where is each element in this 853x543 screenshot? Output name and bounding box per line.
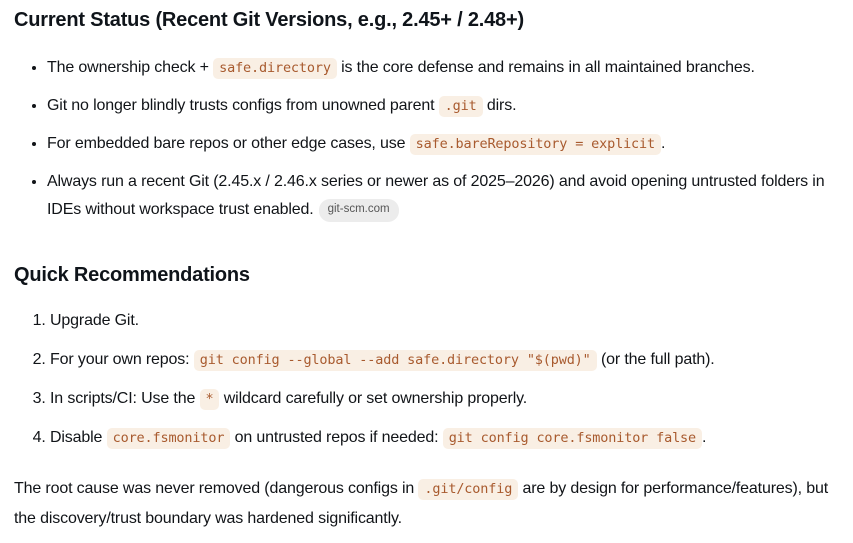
text-run: is the core defense and remains in all m… [336, 59, 755, 76]
text-run: (or the full path). [596, 351, 715, 368]
text-run: dirs. [482, 97, 517, 114]
inline-code: git config --global --add safe.directory… [193, 350, 597, 371]
text-run: For your own repos: [50, 351, 194, 368]
list-item: For embedded bare repos or other edge ca… [47, 130, 839, 158]
text-run: wildcard carefully or set ownership prop… [219, 390, 528, 407]
text-run: Disable [50, 429, 107, 446]
text-run: The root cause was never removed (danger… [14, 480, 419, 497]
inline-code: * [199, 389, 220, 410]
inline-code: .git [438, 96, 483, 117]
section-heading-current-status: Current Status (Recent Git Versions, e.g… [14, 9, 524, 31]
list-item: Always run a recent Git (2.45.x / 2.46.x… [47, 168, 839, 224]
text-run: are by design for performance/features),… [14, 480, 829, 527]
text-run: Always run a recent Git (2.45.x / 2.46.x… [47, 173, 825, 218]
inline-code: git config core.fsmonitor false [442, 428, 703, 449]
text-run: on untrusted repos if needed: [230, 429, 443, 446]
text-run: For embedded bare repos or other edge ca… [47, 135, 410, 152]
numbered-list: Upgrade Git. For your own repos: git conf… [14, 307, 839, 452]
text-run: . [702, 429, 707, 446]
text-run: Git no longer blindly trusts configs fro… [47, 97, 439, 114]
inline-code: .git/config [418, 479, 519, 500]
text-run: In scripts/CI: Use the [50, 390, 200, 407]
inline-code: safe.directory [213, 58, 337, 79]
list-item: In scripts/CI: Use the * wildcard carefu… [50, 385, 839, 413]
text-run: . [661, 135, 666, 152]
list-item: Disable core.fsmonitor on untrusted repo… [50, 424, 839, 452]
inline-code: safe.bareRepository = explicit [409, 134, 661, 155]
list-item: Upgrade Git. [50, 307, 839, 335]
list-item: The ownership check + safe.directory is … [47, 54, 839, 82]
text-run: The ownership check + [47, 59, 214, 76]
bullet-list: The ownership check + safe.directory is … [14, 54, 839, 224]
list-item: For your own repos: git config --global … [50, 346, 839, 374]
citation-chip[interactable]: git-scm.com [318, 199, 399, 222]
list-item: Git no longer blindly trusts configs fro… [47, 92, 839, 120]
section-heading-quick-recommendations: Quick Recommendations [14, 264, 250, 286]
text-run: Upgrade Git. [50, 312, 139, 329]
closing-paragraph: The root cause was never removed (danger… [14, 474, 839, 534]
inline-code: core.fsmonitor [106, 428, 231, 449]
